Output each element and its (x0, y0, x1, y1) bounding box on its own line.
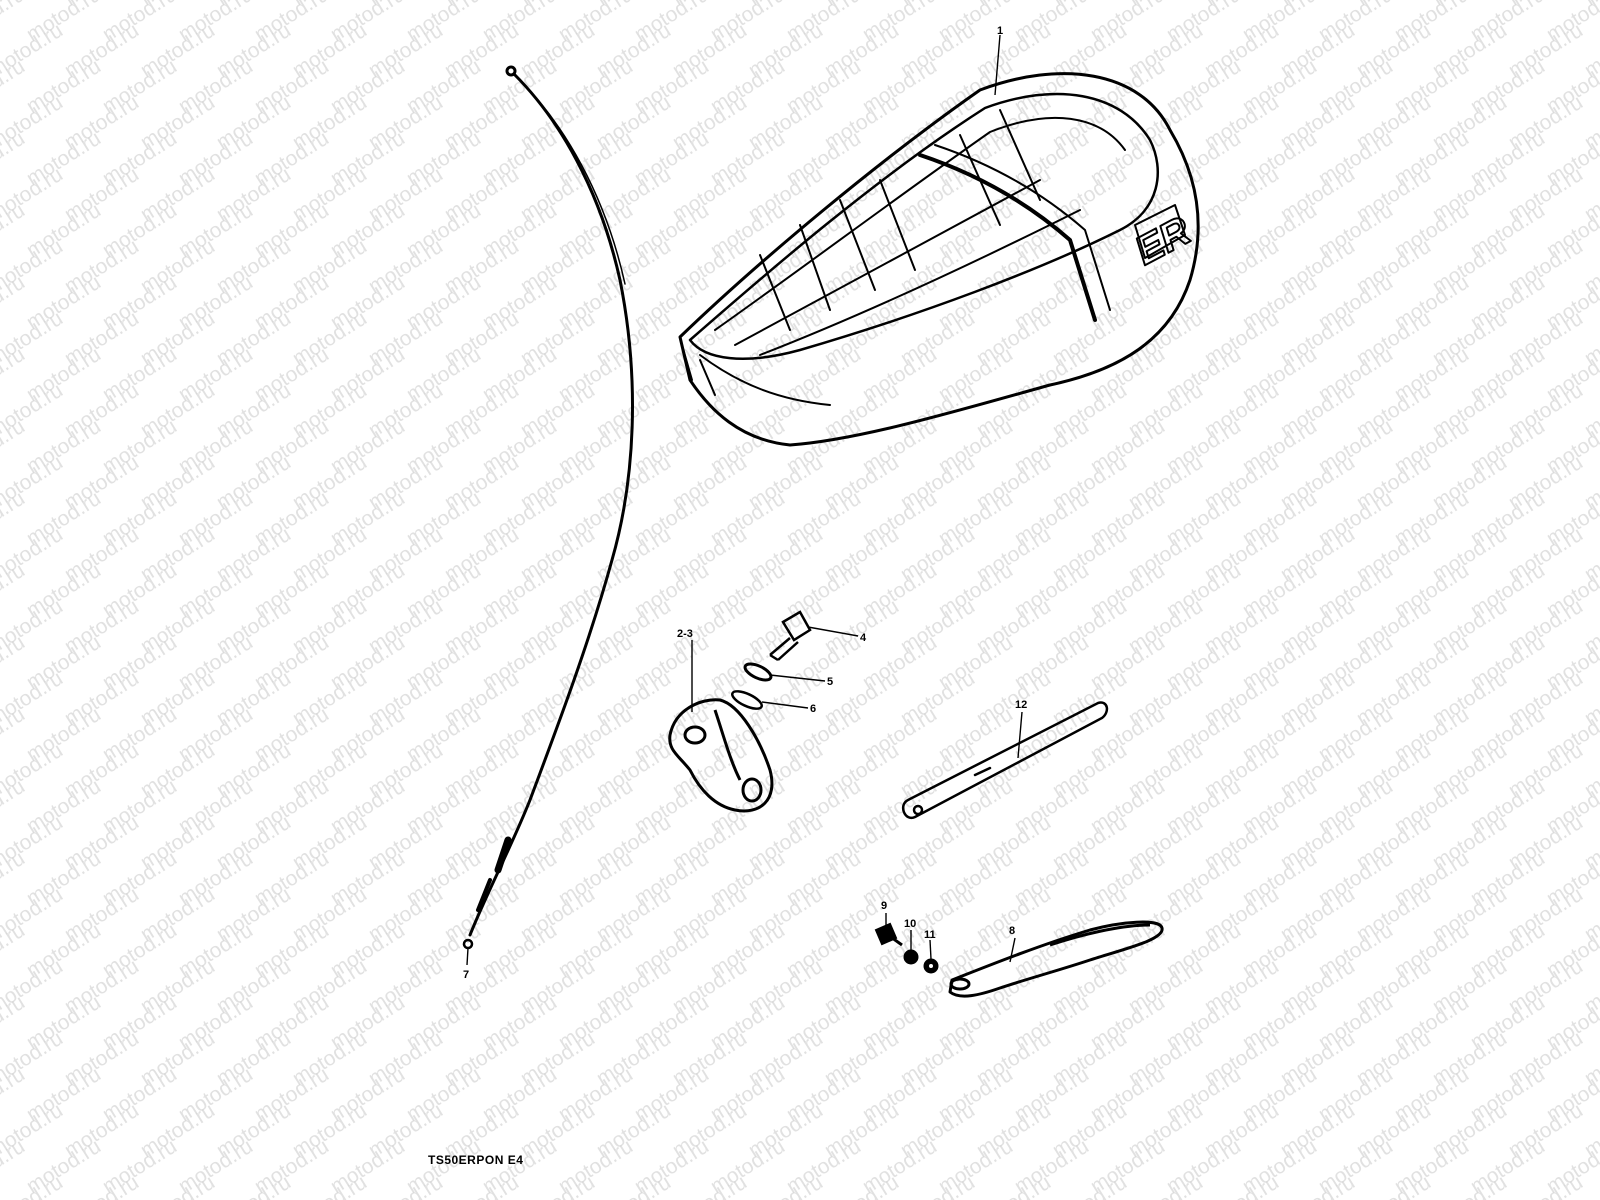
callout-strap-bolt: 9 (881, 900, 887, 912)
bracket (668, 698, 774, 813)
strap-bolt (874, 922, 903, 947)
callout-rod: 12 (1015, 699, 1027, 711)
callout-bolt: 4 (860, 632, 867, 644)
leader-lines (466, 34, 1023, 966)
callout-lock-washer: 5 (827, 676, 833, 688)
seat: ER (678, 72, 1200, 447)
callouts: 1 2-3 4 5 6 7 12 8 9 10 11 (463, 25, 1027, 981)
strap-washer (903, 949, 919, 965)
callout-strap-washer: 10 (904, 918, 916, 930)
callout-strap-nut: 11 (924, 929, 936, 941)
rod (901, 701, 1109, 820)
bolt (769, 610, 812, 662)
strap-nut (923, 958, 939, 974)
watermark-text: motod.ru (1580, 0, 1600, 10)
callout-tool-bag-strap: 8 (1009, 925, 1015, 937)
tool-bag-strap (948, 920, 1164, 998)
callout-washer: 6 (810, 703, 816, 715)
lock-washer (743, 662, 773, 682)
callout-bracket: 2-3 (677, 628, 693, 640)
diagram-caption: TS50ERPON E4 (428, 1153, 523, 1167)
callout-cable: 7 (463, 969, 469, 981)
callout-seat: 1 (997, 25, 1003, 37)
cable (462, 65, 634, 950)
